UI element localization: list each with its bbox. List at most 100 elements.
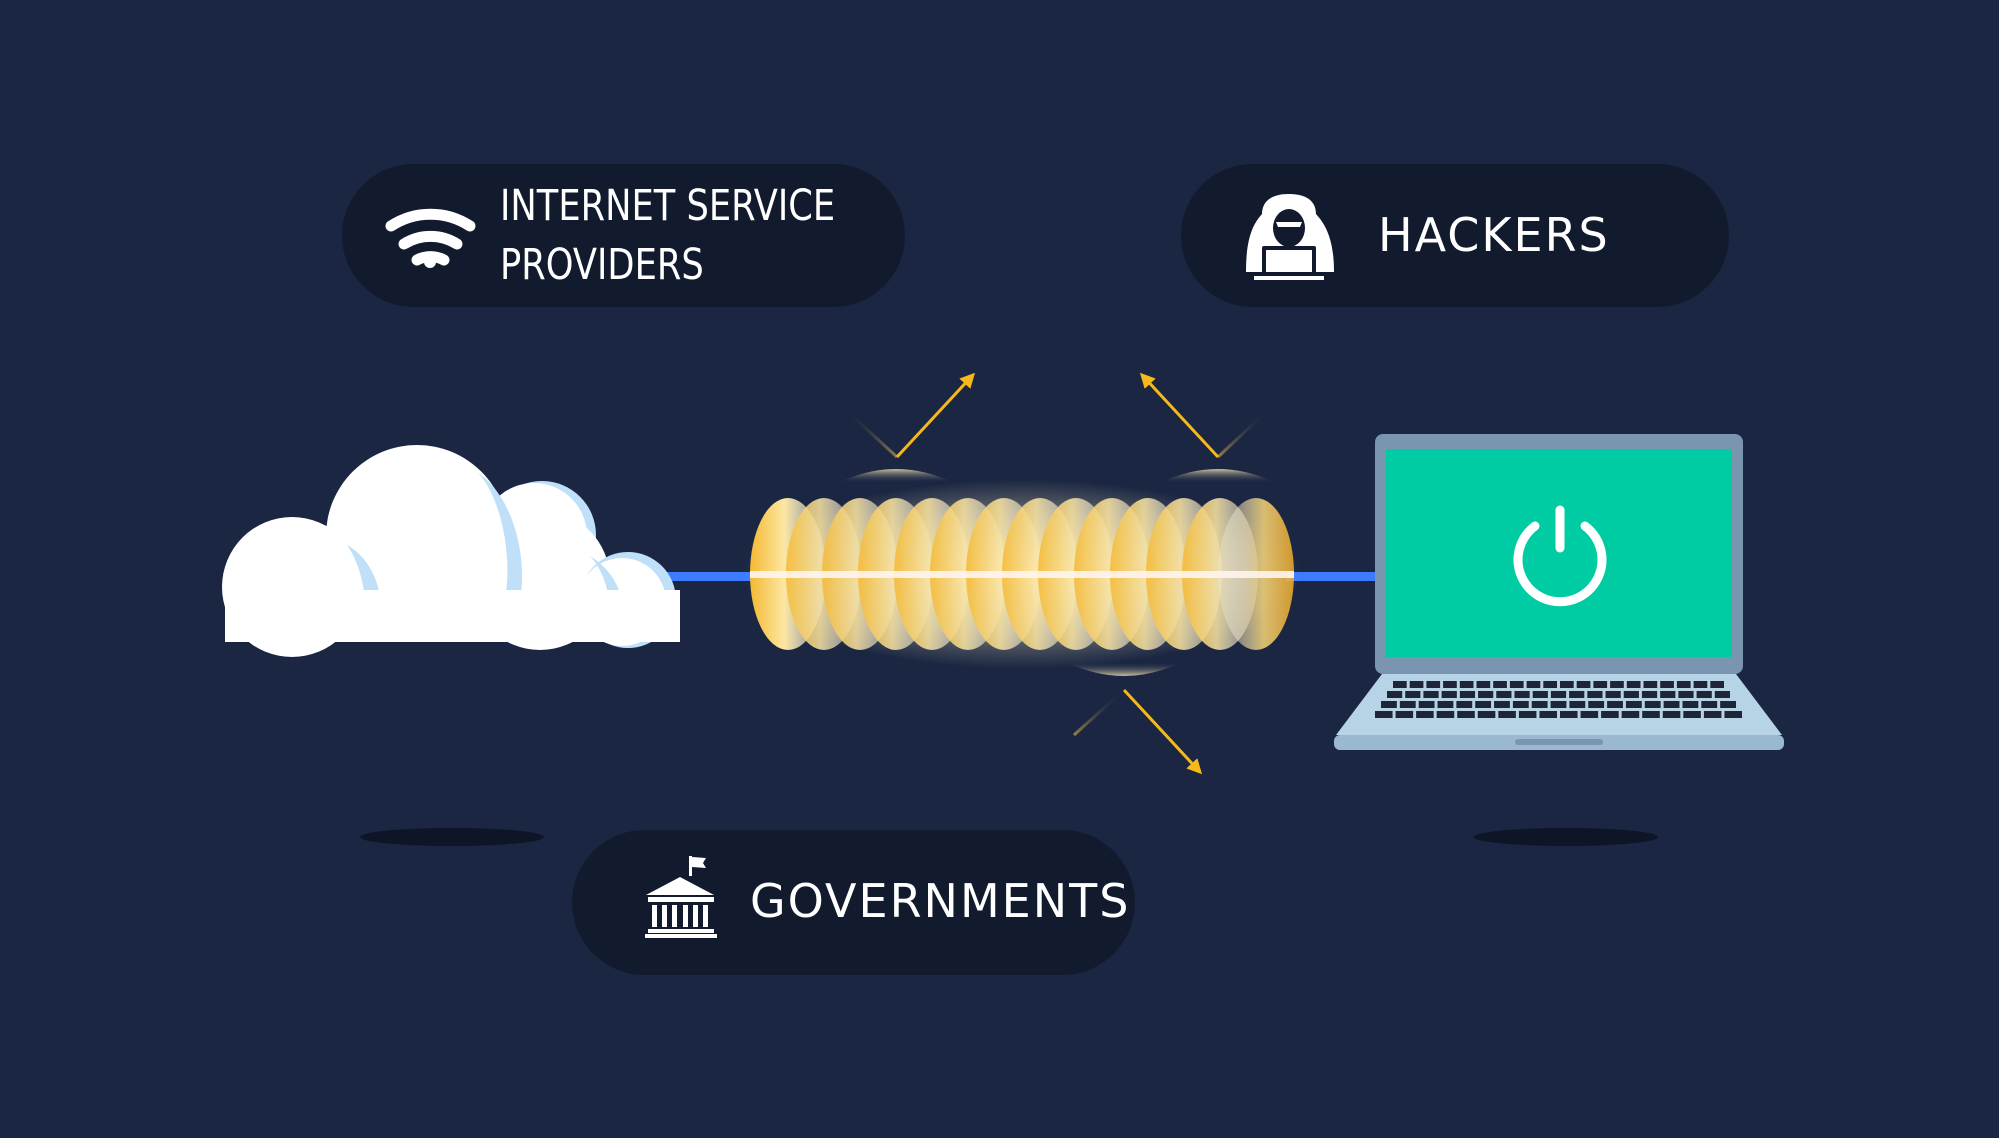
keyboard-key xyxy=(1682,701,1699,708)
keyboard-key xyxy=(1714,691,1730,698)
keyboard-key xyxy=(1539,711,1557,718)
keyboard-key xyxy=(1498,711,1516,718)
hooded-hacker-icon xyxy=(1246,194,1334,280)
keyboard-key xyxy=(1641,691,1658,698)
keyboard-key xyxy=(1588,701,1605,708)
keyboard-key xyxy=(1475,701,1492,708)
hackers-label: HACKERS xyxy=(1378,208,1610,262)
keyboard-key xyxy=(1405,691,1421,698)
cloud xyxy=(222,445,680,657)
keyboard-key xyxy=(1512,701,1529,708)
keyboard-key xyxy=(1478,691,1494,698)
cloud-shadow xyxy=(360,828,544,846)
keyboard-key xyxy=(1387,691,1403,698)
keyboard-key xyxy=(1560,681,1574,688)
keyboard-key xyxy=(1457,711,1475,718)
tunnel-beam xyxy=(750,571,1294,578)
keyboard-key xyxy=(1720,701,1736,708)
connection-line-right xyxy=(1286,572,1378,581)
keyboard-key xyxy=(1416,711,1434,718)
keyboard-key xyxy=(1710,681,1724,688)
keyboard-key xyxy=(1496,691,1512,698)
keyboard-key xyxy=(1660,691,1676,698)
keyboard-key xyxy=(1560,711,1578,718)
keyboard-key xyxy=(1443,681,1457,688)
bottom-edge xyxy=(0,1138,1999,1143)
keyboard-key xyxy=(1476,681,1491,688)
keyboard-key xyxy=(1693,681,1708,688)
encrypted-tunnel xyxy=(742,479,1302,669)
keyboard-key xyxy=(1660,681,1674,688)
laptop-notch xyxy=(1515,739,1603,745)
keyboard-key xyxy=(1550,691,1567,698)
government-building-icon xyxy=(645,856,717,938)
keyboard-key xyxy=(1643,681,1658,688)
keyboard-key xyxy=(1395,711,1414,718)
keyboard-key xyxy=(1626,681,1641,688)
keyboard-key xyxy=(1678,691,1694,698)
keyboard-key xyxy=(1459,681,1474,688)
keyboard-key xyxy=(1426,681,1441,688)
keyboard-key xyxy=(1526,681,1541,688)
laptop-keyboard xyxy=(1375,681,1742,718)
keyboard-key xyxy=(1607,701,1623,708)
deflected-arrow-top-right xyxy=(1139,372,1276,483)
keyboard-key xyxy=(1393,681,1407,688)
keyboard-key xyxy=(1569,691,1585,698)
keyboard-key xyxy=(1418,701,1435,708)
keyboard-key xyxy=(1593,681,1608,688)
keyboard-key xyxy=(1459,691,1476,698)
power-icon xyxy=(1513,505,1607,607)
keyboard-key xyxy=(1724,711,1742,718)
keyboard-key xyxy=(1423,691,1439,698)
keyboard-key xyxy=(1662,711,1681,718)
keyboard-key xyxy=(1663,701,1680,708)
isp-label-line1: INTERNET SERVICE xyxy=(500,181,836,231)
keyboard-key xyxy=(1375,711,1393,718)
wifi-icon xyxy=(385,208,476,268)
keyboard-key xyxy=(1531,701,1548,708)
isp-pill xyxy=(342,164,905,307)
keyboard-key xyxy=(1644,701,1661,708)
keyboard-key xyxy=(1601,711,1619,718)
keyboard-key xyxy=(1610,681,1624,688)
keyboard-key xyxy=(1436,711,1455,718)
keyboard-key xyxy=(1409,681,1424,688)
laptop-shadow xyxy=(1474,828,1658,846)
keyboard-key xyxy=(1514,691,1530,698)
keyboard-key xyxy=(1703,711,1722,718)
keyboard-key xyxy=(1625,701,1642,708)
keyboard-key xyxy=(1701,701,1718,708)
keyboard-key xyxy=(1683,711,1701,718)
keyboard-key xyxy=(1580,711,1599,718)
keyboard-key xyxy=(1550,701,1567,708)
keyboard-key xyxy=(1696,691,1712,698)
connection-line-left xyxy=(666,572,756,581)
keyboard-key xyxy=(1543,681,1557,688)
keyboard-key xyxy=(1605,691,1621,698)
keyboard-key xyxy=(1518,711,1537,718)
governments-pill xyxy=(572,830,1135,975)
keyboard-key xyxy=(1587,691,1603,698)
keyboard-key xyxy=(1477,711,1496,718)
deflected-arrow-top-left xyxy=(838,372,976,483)
keyboard-key xyxy=(1437,701,1454,708)
keyboard-key xyxy=(1532,691,1548,698)
keyboard-key xyxy=(1623,691,1639,698)
keyboard-key xyxy=(1509,681,1524,688)
keyboard-key xyxy=(1576,681,1591,688)
isp-label-line2: PROVIDERS xyxy=(500,240,704,290)
keyboard-key xyxy=(1456,701,1473,708)
keyboard-key xyxy=(1493,681,1507,688)
keyboard-key xyxy=(1642,711,1660,718)
keyboard-key xyxy=(1621,711,1640,718)
keyboard-key xyxy=(1399,701,1416,708)
keyboard-key xyxy=(1676,681,1691,688)
laptop xyxy=(1334,434,1784,750)
keyboard-key xyxy=(1569,701,1586,708)
governments-label: GOVERNMENTS xyxy=(750,874,1131,928)
laptop-screen xyxy=(1386,449,1732,657)
keyboard-key xyxy=(1494,701,1510,708)
